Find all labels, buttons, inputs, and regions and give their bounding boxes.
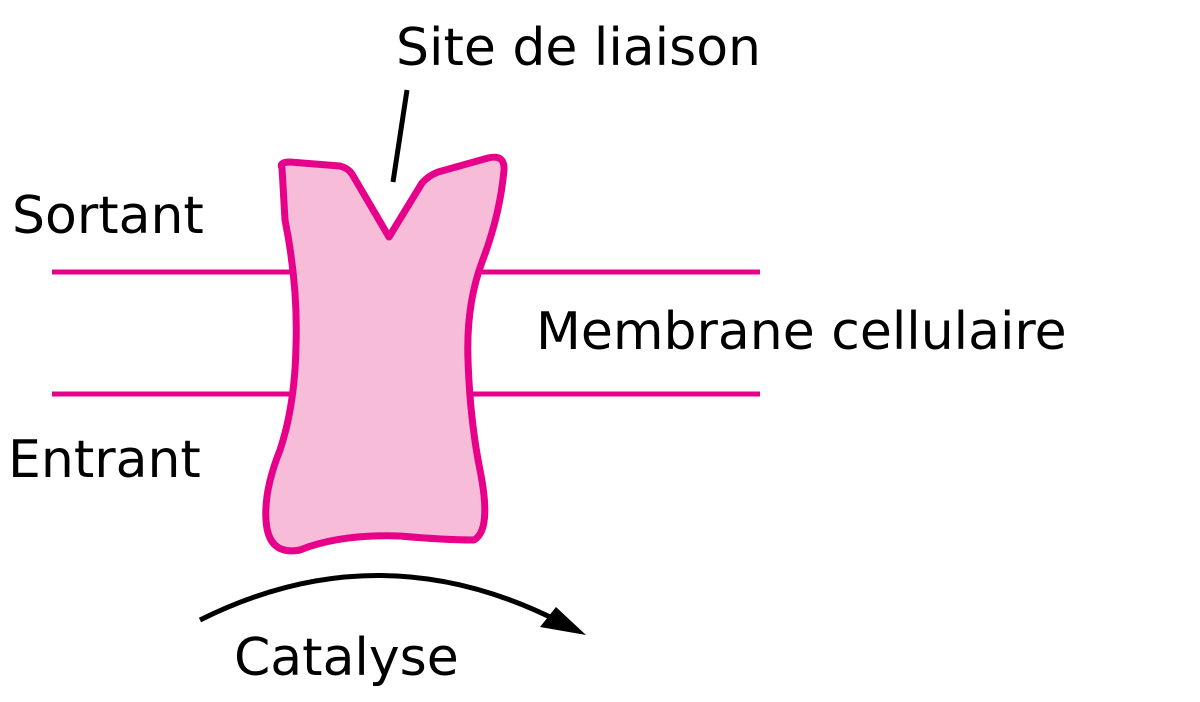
outside-label: Sortant xyxy=(12,186,204,246)
receptor-protein xyxy=(262,153,508,555)
binding-site-pointer xyxy=(390,89,410,183)
membrane-label: Membrane cellulaire xyxy=(536,302,1067,362)
catalysis-arrowhead-icon xyxy=(540,607,586,635)
catalysis-arrow xyxy=(198,573,562,625)
binding-site-label: Site de liaison xyxy=(396,18,761,78)
catalysis-label: Catalyse xyxy=(234,628,459,688)
inside-label: Entrant xyxy=(8,430,201,490)
